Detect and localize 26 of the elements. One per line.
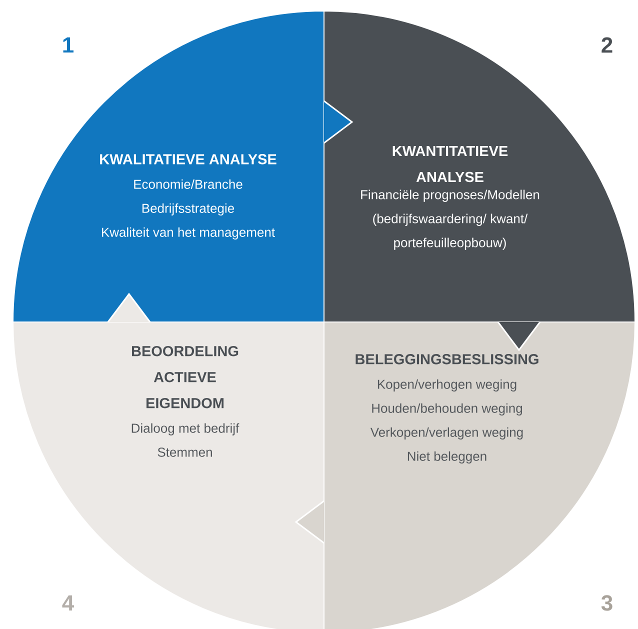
node-label: Houden/behouden weging — [372, 403, 522, 416]
node-label: BELEGGINGSBESLISSING — [356, 354, 538, 364]
node-label: Financiële prognoses/Modellen (bedrijfswaardering/ kwant/ portefeuilleopbouw) — [361, 190, 540, 250]
quadrant-text: BEOORDELING ACTIEVE EIGENDOM Dialoog met bedrijf Stemmen — [132, 346, 240, 457]
node-label: Verkopen/verlagen weging — [370, 427, 523, 440]
quadrant-shape — [324, 322, 636, 629]
quadrant-shape — [12, 322, 324, 629]
quadrant-text: KWANTITATIEVE ANALYSE Financiële prognoses/Modellen (bedrijfswaardering/ kwant/ portefeuilleopbouw) — [361, 146, 540, 250]
quadrant-number: 4 — [62, 595, 74, 611]
quadrant-shape — [324, 10, 636, 322]
quadrant-shape — [12, 10, 324, 322]
quadrant-text: BELEGGINGSBESLISSING Kopen/verhogen weging Houden/behouden weging Verkopen/verlagen weging Niet beleggen — [356, 354, 538, 464]
quadrant-number: 3 — [601, 595, 612, 611]
quadrant-number: 2 — [602, 37, 612, 53]
node-label: Dialoog met bedrijf — [132, 423, 240, 436]
node-label: Kopen/verhogen weging — [378, 379, 516, 392]
arrow-notch — [497, 321, 541, 352]
quadrant-text: KWALITATIEVE ANALYSE Economie/Branche Bedrijfsstrategie Kwaliteit van het management — [100, 154, 276, 240]
node-label: Stemmen — [158, 448, 212, 457]
quadrant-number: 1 — [63, 37, 74, 53]
node-label: KWANTITATIEVE ANALYSE — [392, 146, 508, 182]
arrow-notch — [294, 500, 325, 544]
arrow-notch — [323, 100, 354, 144]
arrow-notch — [107, 292, 151, 323]
node-label: Niet beleggen — [408, 451, 486, 464]
node-label: BEOORDELING ACTIEVE EIGENDOM — [132, 346, 238, 408]
